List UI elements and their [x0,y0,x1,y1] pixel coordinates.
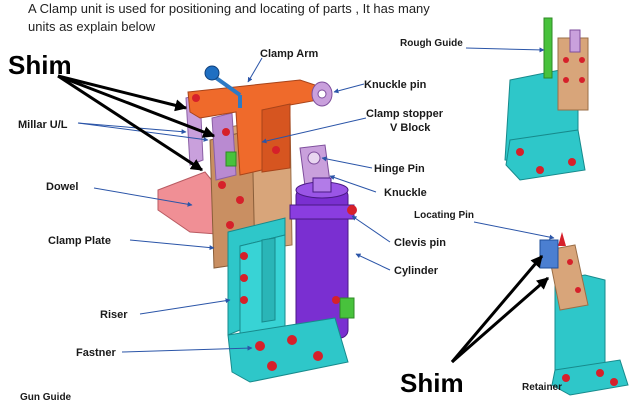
shim-arrow-5 [451,276,549,364]
label-knuckle: Knuckle [384,187,427,199]
leader-lines [77,47,555,353]
rough-guide-assembly [504,17,589,181]
label-cylinder: Cylinder [394,265,439,277]
label-locating-pin: Locating Pin [414,210,474,221]
header-line-2: units as explain below [28,19,156,34]
label-clamp-stopper: Clamp stopper [366,108,444,120]
rough-guide-lug [569,29,581,53]
leader-clamp-plate [129,239,215,251]
leader-rough-guide [465,47,545,53]
leader-knuckle-pin [333,83,365,94]
hinge-pin [307,151,321,165]
leader-dowel [93,187,193,207]
cylinder-fitting [339,297,355,319]
rg-bolt-3 [563,77,569,83]
rg-bolt-4 [579,77,585,83]
ret-bolt-3 [562,374,570,382]
cylinder-rod [312,177,332,193]
rg-bolt-6 [536,166,544,174]
label-millar: Millar U/L [18,119,68,131]
rg-bolt-5 [516,148,524,156]
shim-arrow-2 [57,74,216,138]
locating-pin [558,232,566,246]
label-clamp-plate: Clamp Plate [48,235,111,247]
rough-guide-plate [557,37,589,111]
dowel-bolt-1 [218,181,226,189]
label-dowel: Dowel [46,181,78,193]
retainer-block [539,239,559,269]
rough-guide-pin [543,17,553,79]
fastner-3 [240,296,248,304]
shim-arrows [57,74,549,364]
retainer-base [551,359,629,396]
leader-clevis-pin [351,215,391,243]
dowel-bolt-3 [226,221,234,229]
label-knuckle-pin: Knuckle pin [364,79,427,91]
rg-bolt-7 [568,158,576,166]
fastner-7 [313,351,323,361]
leader-hinge-pin [321,156,373,169]
leader-clamp-stopper [261,117,367,144]
leader-riser [139,298,231,315]
label-gun-guide: Gun Guide [20,392,72,403]
shim-arrow-4 [450,255,544,363]
label-fastner: Fastner [76,347,116,359]
label-shim-retainer: Shim [400,368,464,398]
v-block [225,151,237,167]
main-clamp-assembly [157,65,357,383]
ret-bolt-2 [575,287,581,293]
label-rough-guide: Rough Guide [400,38,463,49]
knuckle-pin-hole [317,89,327,99]
arm-bolt-1 [192,94,200,102]
ret-bolt-5 [610,378,618,386]
leader-knuckle [329,175,377,193]
label-shim-main: Shim [8,50,72,80]
leader-fastner [121,345,253,353]
clamp-arm-side [261,103,291,173]
leader-millar-1 [77,122,187,135]
label-hinge-pin: Hinge Pin [374,163,425,175]
leader-locating-pin [473,221,555,240]
shim-arrow-3 [57,74,204,172]
label-retainer: Retainer [522,382,562,393]
fastner-4 [255,341,265,351]
cylinder-flange [289,204,355,220]
label-clamp-arm: Clamp Arm [260,48,318,60]
millar-plate-right [211,112,237,181]
fastner-2 [240,274,248,282]
ret-bolt-1 [567,259,573,265]
label-v-block: V Block [390,122,431,134]
dowel-bolt-2 [236,196,244,204]
base-plate [227,317,349,383]
riser-rib [261,237,276,323]
label-clevis-pin: Clevis pin [394,237,446,249]
shim-arrow-1 [57,74,188,112]
rg-bolt-1 [563,57,569,63]
rg-bolt-2 [579,57,585,63]
fastner-1 [240,252,248,260]
arm-bolt-3 [272,146,280,154]
retainer-assembly [539,232,629,396]
header-line-1: A Clamp unit is used for positioning and… [28,1,430,16]
fastner-6 [267,361,277,371]
arm-bolt-2 [222,128,230,136]
fastner-5 [287,335,297,345]
clevis-bolt [347,205,357,215]
leader-clamp-arm [247,57,263,83]
label-riser: Riser [100,309,128,321]
rough-guide-base [505,129,586,181]
cylinder-bolt [332,296,340,304]
handle-knob [204,65,220,81]
clamp-arm [187,79,319,176]
ret-bolt-4 [596,369,604,377]
leader-cylinder [355,253,391,271]
